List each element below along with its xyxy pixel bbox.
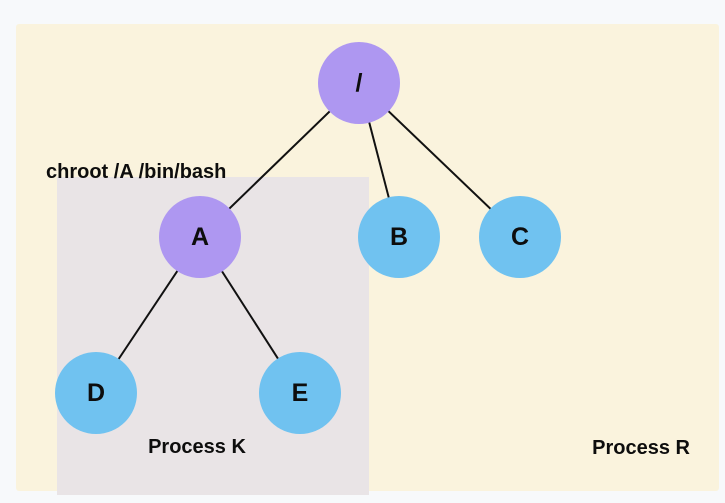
chroot-command-label: chroot /A /bin/bash <box>46 161 227 183</box>
process-r-label: Process R <box>592 437 690 459</box>
process-k-label: Process K <box>148 436 246 458</box>
diagram-canvas <box>16 24 719 495</box>
